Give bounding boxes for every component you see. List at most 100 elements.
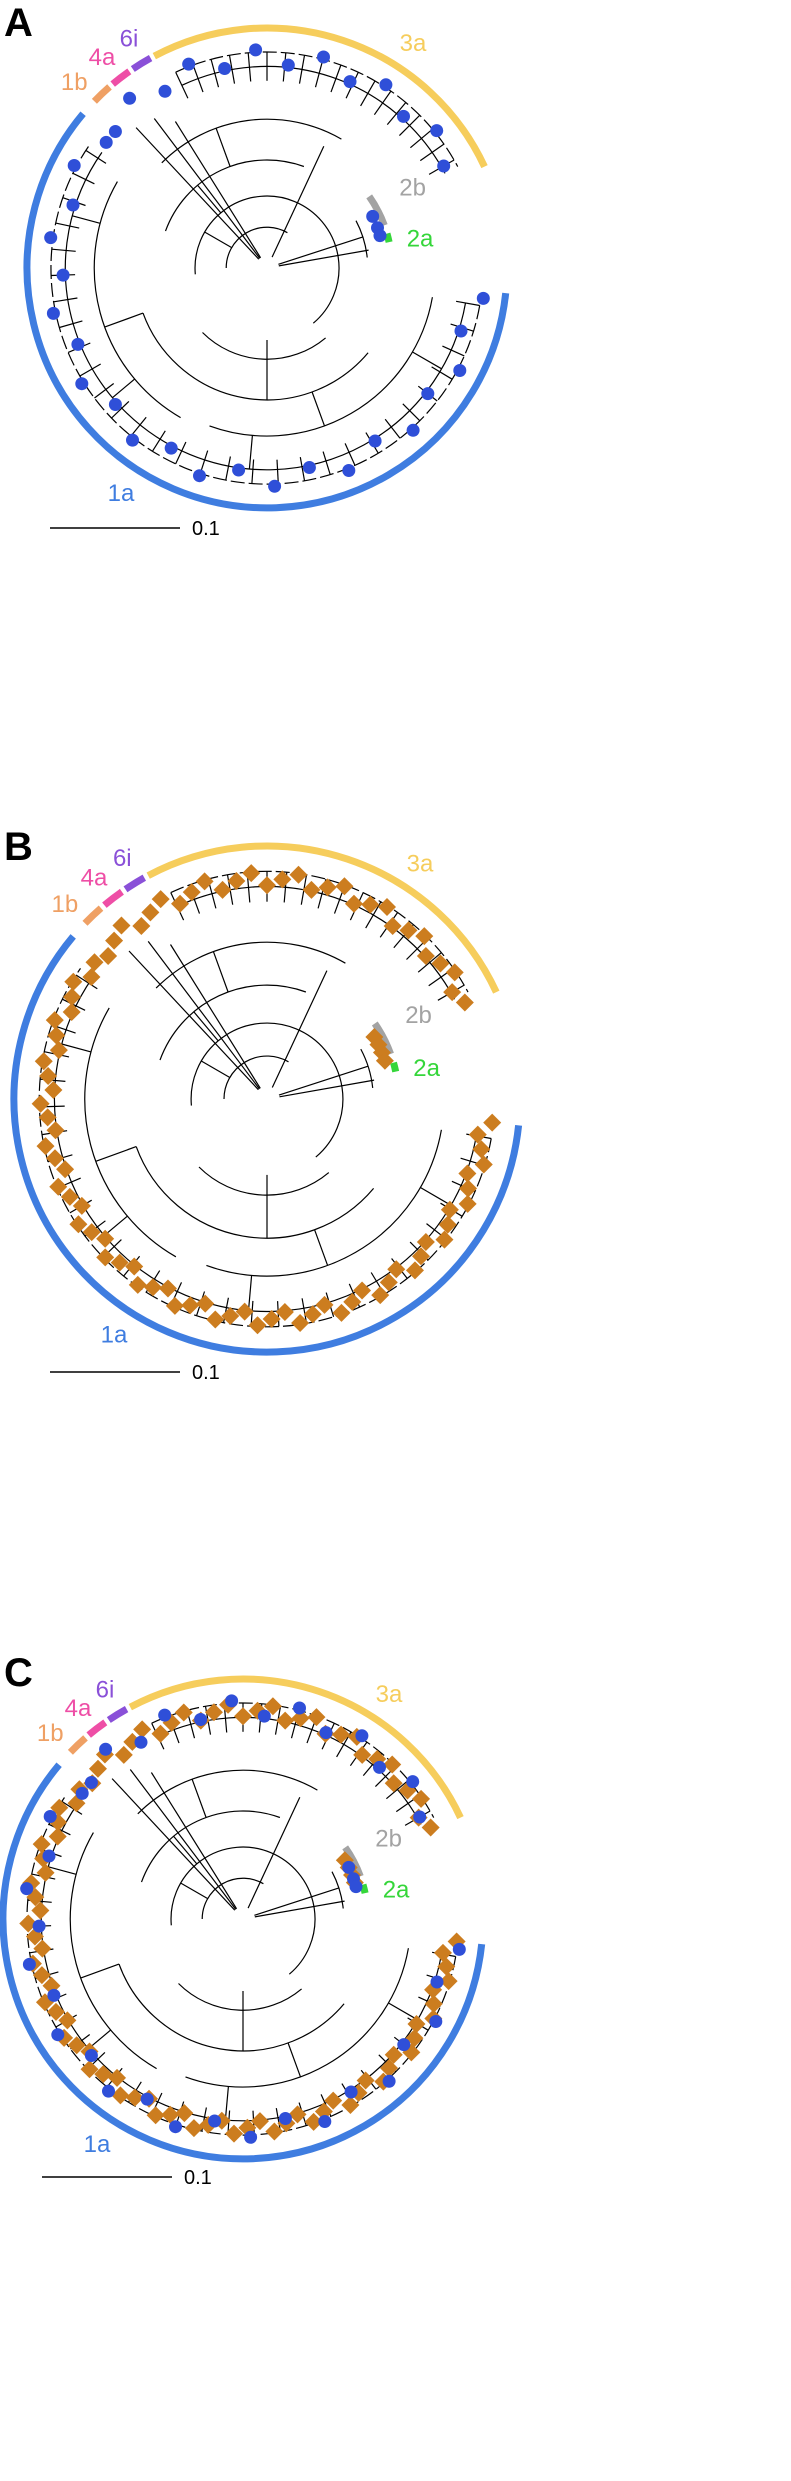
diamond-marker — [379, 1273, 398, 1292]
diamond-marker — [412, 1789, 431, 1808]
circle-marker — [84, 1776, 98, 1789]
circle-marker — [67, 159, 81, 172]
circle-marker — [47, 1988, 61, 2002]
branch-line — [247, 1796, 301, 1909]
branch-arc — [176, 885, 456, 1000]
diamond-marker — [80, 2060, 99, 2079]
circle-marker — [182, 57, 196, 71]
tip-markers — [19, 1694, 466, 2144]
circle-marker — [437, 159, 451, 173]
diamond-marker — [314, 2102, 333, 2121]
tip-branch — [360, 80, 376, 107]
diamond-marker — [445, 963, 464, 982]
branch-line — [135, 127, 260, 260]
circle-marker — [99, 135, 113, 149]
diamond-marker — [105, 931, 124, 950]
diamond-marker — [49, 1041, 68, 1060]
diamond-marker — [258, 876, 276, 895]
branch-arc — [64, 152, 467, 471]
branch-line — [254, 1900, 345, 1918]
circle-marker — [319, 1726, 333, 1740]
diamond-marker — [56, 1160, 75, 1179]
diamond-marker — [302, 880, 321, 899]
circle-marker — [454, 324, 468, 338]
circle-marker — [169, 2120, 182, 2134]
circle-marker — [56, 268, 70, 282]
circle-marker — [397, 2038, 411, 2052]
branch-line — [72, 215, 101, 224]
circle-marker — [108, 125, 122, 138]
branch-arc — [155, 941, 346, 989]
tip-branch — [314, 59, 324, 88]
tip-branch — [72, 172, 95, 185]
branch-arc — [140, 1810, 281, 1883]
branch-arc — [360, 1048, 374, 1088]
diamond-marker — [275, 1303, 294, 1322]
clade-label-4a: 4a — [81, 865, 108, 892]
circle-marker — [368, 434, 382, 448]
tip-branch — [111, 400, 130, 419]
diamond-marker — [380, 2059, 399, 2078]
circle-marker — [42, 1849, 56, 1863]
branch-line — [311, 391, 326, 427]
diamond-marker — [114, 1745, 133, 1764]
branch-line — [48, 1866, 77, 1875]
circle-marker — [429, 2015, 443, 2028]
branch-line — [191, 1778, 207, 1818]
branch-line — [215, 127, 231, 167]
diamond-marker — [67, 2036, 86, 2055]
branch-line — [212, 951, 229, 993]
clade-band-4a — [86, 1719, 108, 1738]
tip-branch — [301, 1298, 308, 1324]
panel-letter: C — [4, 1651, 33, 1695]
branch-line — [287, 2042, 302, 2078]
diamond-marker — [58, 2011, 77, 2030]
branch-line — [271, 970, 328, 1088]
tip-branch — [192, 64, 204, 93]
diamond-marker — [405, 1261, 424, 1280]
branch-arc — [142, 312, 369, 401]
scale-bar-label: 0.1 — [192, 518, 220, 540]
diamond-marker — [88, 1759, 107, 1778]
diamond-marker — [303, 1305, 322, 1324]
branch-line — [153, 118, 261, 259]
tip-branch — [61, 1800, 83, 1815]
tip-branch — [53, 297, 78, 303]
circle-marker — [342, 464, 356, 477]
diamond-marker — [324, 2091, 343, 2110]
branch-arc — [161, 118, 342, 164]
circle-marker — [43, 1810, 57, 1823]
branch-line — [247, 1275, 253, 1311]
tip-branch — [94, 383, 115, 399]
diamond-marker — [459, 1179, 478, 1198]
circle-marker — [208, 2114, 222, 2128]
diamond-marker — [111, 2086, 130, 2105]
scale-bar-label: 0.1 — [184, 2167, 212, 2189]
branch-arc — [201, 1877, 264, 1920]
branch-line — [279, 1079, 375, 1098]
circle-marker — [140, 2092, 154, 2106]
diamond-marker — [181, 1296, 200, 1315]
diamond-marker — [26, 1888, 45, 1907]
diamond-marker — [133, 1720, 152, 1739]
tip-branch — [455, 300, 480, 307]
diamond-marker — [407, 2015, 426, 2034]
diamond-marker — [221, 1307, 240, 1326]
diamond-marker — [39, 1066, 58, 1085]
branch-line — [112, 378, 135, 399]
clade-band-1b — [67, 1735, 88, 1755]
clade-band-4a — [102, 888, 124, 908]
branch-line — [103, 1215, 128, 1237]
diamond-marker — [361, 895, 380, 914]
clade-label-1a: 1a — [84, 2131, 111, 2158]
circle-marker — [75, 377, 89, 391]
tip-branch — [442, 345, 465, 357]
diamond-marker — [45, 1149, 64, 1168]
tip-branch — [344, 443, 356, 466]
branch-line — [174, 121, 262, 259]
branch-arc — [355, 220, 368, 258]
diamond-marker — [421, 1818, 440, 1837]
diamond-marker — [64, 972, 83, 991]
circle-marker — [32, 1919, 46, 1933]
